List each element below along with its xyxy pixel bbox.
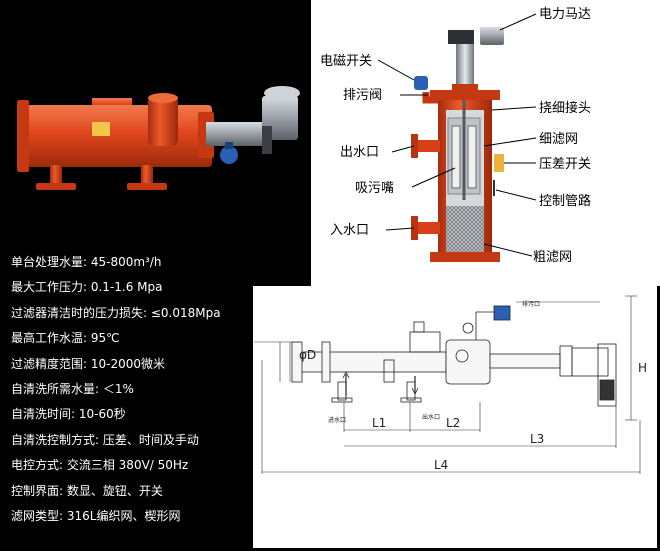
spec-clean-time: 自清洗时间: 10-60秒 <box>11 407 126 422</box>
spec-pressure-loss: 过滤器清洁时的压力损失: ≤0.018Mpa <box>11 305 221 320</box>
right-leg <box>141 165 153 187</box>
solenoid-valve <box>414 76 428 90</box>
callout-drain-valve: 排污阀 <box>343 88 382 103</box>
filter-cutaway-view <box>411 27 504 262</box>
spec-max-temp: 最高工作水温: 95℃ <box>11 331 120 346</box>
callout-coarse-screen: 粗滤网 <box>533 250 572 265</box>
steel-shaft <box>206 122 266 146</box>
dim-l1: L1 <box>372 416 386 430</box>
left-foot-flange <box>36 183 76 190</box>
cutaway-bottom-flange <box>430 252 500 262</box>
dim-l3: L3 <box>530 432 544 446</box>
solenoid-valve-3d <box>220 146 238 164</box>
dim-l4: L4 <box>434 458 448 472</box>
spec-pressure: 最大工作压力: 0.1-1.6 Mpa <box>11 280 163 295</box>
spec-screen-type: 滤网类型: 316L编织网、楔形网 <box>11 508 181 523</box>
spec-list: 单台处理水量: 45-800m³/h 最大工作压力: 0.1-1.6 Mpa 过… <box>11 250 221 529</box>
tag-inlet: 进水口 <box>328 416 346 424</box>
spec-power: 电控方式: 交流三相 380V/ 50Hz <box>11 458 189 473</box>
motor-top-cap <box>264 86 300 100</box>
dimension-drawing: H φD L1 L2 L3 L4 进水口 出水口 排污口 <box>253 286 657 548</box>
motor-mount <box>448 30 474 44</box>
callout-control-pipe: 控制管路 <box>539 193 591 209</box>
dim-d: φD <box>299 348 316 362</box>
drive-column <box>456 44 474 88</box>
cutaway-top-flange <box>430 90 500 100</box>
motor-bracket <box>262 126 272 154</box>
spec-control-mode: 自清洗控制方式: 压差、时间及手动 <box>11 432 199 447</box>
filter-3d-view <box>17 86 300 190</box>
suction-nozzle-arm <box>451 125 461 189</box>
callout-diff-switch: 压差开关 <box>539 157 591 172</box>
right-foot-flange <box>127 183 167 190</box>
coarse-screen-element <box>446 206 484 252</box>
outlet-nozzle <box>416 140 440 152</box>
filter-main-body <box>20 105 212 167</box>
spec-water-use: 自清洗所需水量: ＜1% <box>11 381 134 396</box>
spec-flow: 单台处理水量: 45-800m³/h <box>11 255 162 269</box>
pressure-diff-switch <box>494 154 504 172</box>
left-leg <box>50 165 62 187</box>
inlet-nozzle <box>416 222 440 234</box>
callout-outlet: 出水口 <box>340 145 379 160</box>
inlet-flange <box>411 216 418 240</box>
side-cylinder-cap <box>148 93 178 103</box>
callout-motor: 电力马达 <box>539 7 591 22</box>
left-end-flange <box>17 100 29 172</box>
callout-solenoid: 电磁开关 <box>320 54 372 69</box>
motor-unit <box>480 27 504 45</box>
dim-h: H <box>638 361 647 375</box>
callout-inlet: 入水口 <box>330 223 369 238</box>
dim-l2: L2 <box>446 416 460 430</box>
tag-outlet: 出水口 <box>422 413 440 421</box>
callout-fine-screen: 细滤网 <box>539 132 578 147</box>
outlet-flange <box>411 134 418 158</box>
drawing-panel <box>253 286 657 548</box>
callout-labels: 电力马达 电磁开关 排污阀 挠细接头 细滤网 出水口 压差开关 吸污嘴 控制管路… <box>320 7 591 265</box>
suction-nozzle-arm-right <box>467 125 477 189</box>
side-cylinder <box>148 96 178 146</box>
tag-drain: 排污口 <box>522 300 540 308</box>
column-collar <box>452 84 478 92</box>
callout-stir-joint: 挠细接头 <box>539 100 591 116</box>
spec-interface: 控制界面: 数显、旋钮、开关 <box>11 483 163 498</box>
solenoid-cap-3d <box>225 142 233 149</box>
nameplate <box>92 122 110 136</box>
callout-leaders <box>377 13 537 257</box>
spec-precision: 过滤精度范围: 10-2000微米 <box>11 356 165 371</box>
callout-suction-nozzle: 吸污嘴 <box>355 181 394 196</box>
